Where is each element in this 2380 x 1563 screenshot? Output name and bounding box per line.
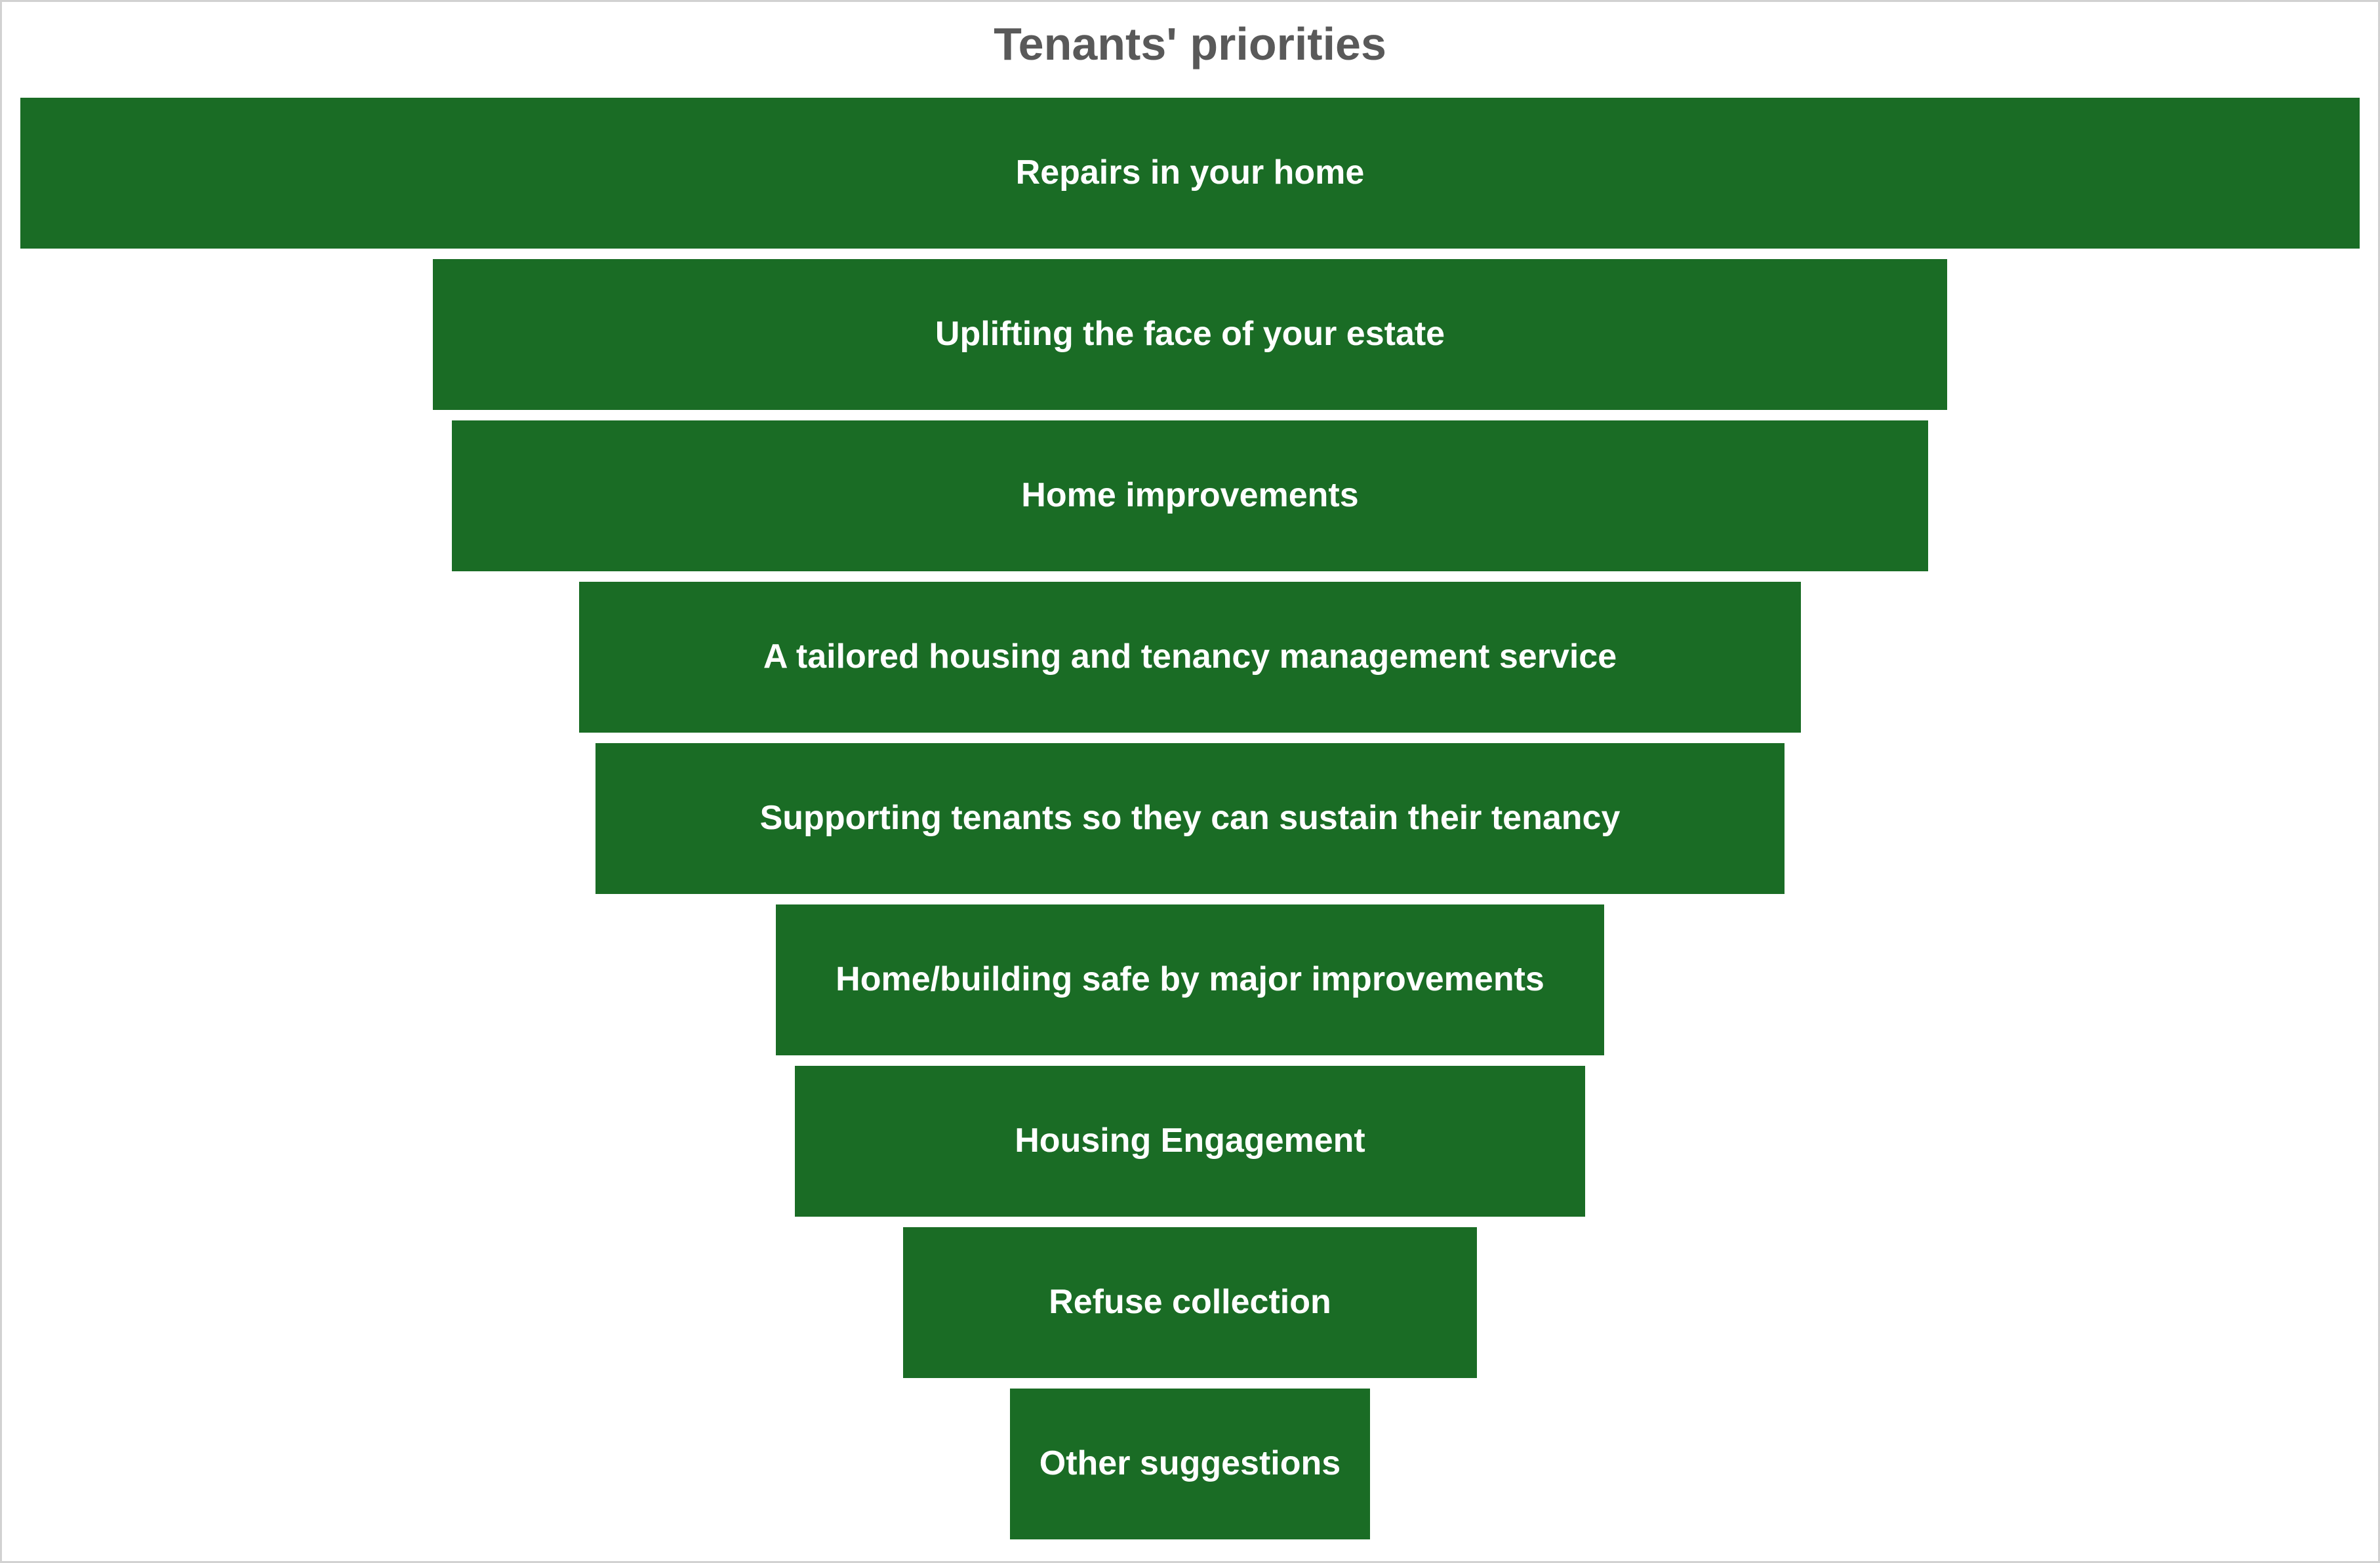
funnel-row-8: Refuse collection: [2, 1227, 2378, 1378]
funnel-bar-label: Refuse collection: [1049, 1283, 1331, 1322]
funnel-bar-2: Uplifting the face of your estate: [433, 259, 1947, 410]
funnel-row-7: Housing Engagement: [2, 1066, 2378, 1217]
funnel-row-9: Other suggestions: [2, 1389, 2378, 1539]
funnel-bar-3: Home improvements: [451, 420, 1929, 571]
funnel-bar-9: Other suggestions: [1009, 1389, 1371, 1539]
funnel-bar-4: A tailored housing and tenancy managemen…: [579, 582, 1801, 733]
funnel-row-4: A tailored housing and tenancy managemen…: [2, 582, 2378, 733]
funnel-bar-6: Home/building safe by major improvements: [775, 904, 1605, 1055]
funnel-row-3: Home improvements: [2, 420, 2378, 571]
funnel-row-1: Repairs in your home: [2, 98, 2378, 249]
funnel-bar-label: Home improvements: [1021, 476, 1359, 515]
funnel-bar-label: Supporting tenants so they can sustain t…: [759, 799, 1621, 838]
funnel-bar-5: Supporting tenants so they can sustain t…: [595, 743, 1785, 894]
funnel-row-6: Home/building safe by major improvements: [2, 904, 2378, 1055]
funnel-bar-label: A tailored housing and tenancy managemen…: [763, 638, 1617, 676]
funnel-bar-label: Other suggestions: [1039, 1444, 1341, 1483]
funnel-bar-label: Repairs in your home: [1015, 153, 1365, 192]
funnel-row-2: Uplifting the face of your estate: [2, 259, 2378, 410]
funnel-row-5: Supporting tenants so they can sustain t…: [2, 743, 2378, 894]
funnel-bar-label: Home/building safe by major improvements: [836, 960, 1544, 999]
funnel-bar-label: Housing Engagement: [1015, 1122, 1365, 1160]
chart-title: Tenants' priorities: [994, 18, 1386, 70]
funnel-bar-1: Repairs in your home: [20, 98, 2360, 249]
funnel-bar-8: Refuse collection: [903, 1227, 1477, 1378]
funnel-bar-label: Uplifting the face of your estate: [935, 315, 1445, 354]
funnel-bar-7: Housing Engagement: [794, 1066, 1586, 1217]
